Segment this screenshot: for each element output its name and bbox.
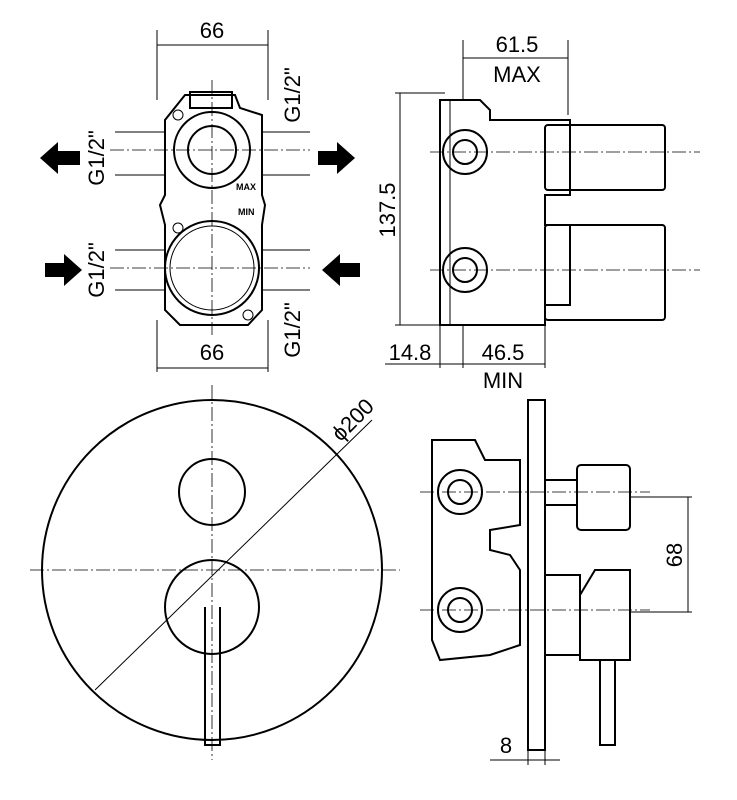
dim-height: 137.5	[375, 182, 400, 237]
dim-offset: 14.8	[389, 340, 432, 365]
thread-right-bottom: G1/2"	[280, 302, 305, 358]
arrow-left-outlet-icon	[40, 142, 80, 174]
thread-left-top: G1/2"	[84, 130, 109, 186]
body-max-label: MAX	[236, 182, 256, 192]
arrow-right-outlet-icon	[318, 142, 355, 174]
side-view-assembly: 68 8	[420, 399, 692, 765]
min-label: MIN	[483, 368, 523, 393]
front-view-body: 66 66 MAX MIN G1/2" G1/2" G1/2" G1/2"	[40, 18, 360, 372]
arrow-left-inlet-icon	[45, 254, 82, 286]
dim-diameter: ϕ200	[327, 394, 379, 446]
arrow-right-inlet-icon	[322, 254, 360, 286]
max-label: MAX	[493, 62, 541, 87]
thread-left-bottom: G1/2"	[84, 242, 109, 298]
thread-right-top: G1/2"	[280, 67, 305, 123]
dim-depth-min: 46.5	[482, 340, 525, 365]
dim-depth-max: 61.5	[496, 32, 539, 57]
dim-width-top: 66	[200, 18, 224, 43]
body-min-label: MIN	[238, 207, 255, 217]
dim-width-bottom: 66	[200, 340, 224, 365]
side-view-body: 61.5 MAX 137.5 14.8 46.5 MIN	[375, 32, 700, 393]
dim-plate-thickness: 8	[500, 733, 512, 758]
dim-handle-spacing: 68	[662, 543, 687, 567]
front-view-plate: ϕ200	[30, 385, 400, 760]
